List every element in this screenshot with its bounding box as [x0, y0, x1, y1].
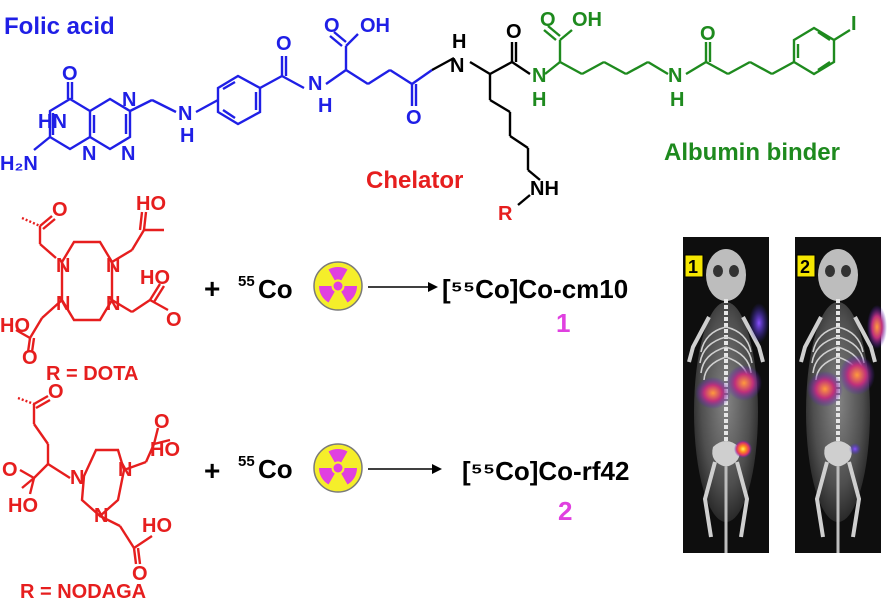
radiation-icon: [313, 442, 363, 493]
albumin-binder-label: Albumin binder: [664, 139, 840, 166]
dota-n-3: N: [56, 293, 70, 315]
atom-r: R: [498, 203, 513, 225]
product-1: [⁵⁵Co]Co-cm10: [442, 274, 628, 304]
nodaga-n-2: N: [118, 459, 132, 481]
atom-oh-alb-acid: OH: [572, 9, 602, 31]
atom-h-aniline: H: [180, 125, 194, 147]
linker-atom-labels: H N O NH R: [450, 21, 559, 225]
dota-n-2: N: [106, 255, 120, 277]
radiation-icon: [313, 260, 363, 311]
chelator-label: Chelator: [366, 167, 463, 194]
nodaga-o-top: O: [48, 381, 64, 403]
atom-n-alb-2: N: [668, 65, 682, 87]
nodaga-o-right: O: [154, 411, 170, 433]
atom-n-pterin-1: N: [82, 143, 96, 165]
chelator-linker-segment: [431, 42, 541, 206]
isotope-mass-2: 55: [238, 453, 255, 470]
reaction-1: + 55 Co [⁵⁵Co]Co-cm10 1: [204, 260, 628, 338]
plus-sign-2: +: [204, 455, 220, 486]
atom-nh-lys: NH: [530, 178, 559, 200]
dota-n-4: N: [106, 293, 120, 315]
nodaga-structure: [17, 394, 171, 565]
atom-o-benzoyl: O: [276, 33, 292, 55]
atom-n-amide: N: [308, 73, 322, 95]
dota-oh-right: O: [166, 309, 182, 331]
atom-o-glu: O: [324, 15, 340, 37]
nodaga-ho-right: HO: [150, 439, 180, 461]
folic-atom-labels: O HN H₂N N N N N H O N H O OH O: [0, 15, 422, 175]
nodaga-ho-bottom: HO: [142, 515, 172, 537]
dota-structure: [15, 211, 169, 353]
albumin-binder-segment: [543, 25, 851, 76]
atom-o-lys: O: [506, 21, 522, 43]
atom-n-pterin-2: N: [121, 143, 135, 165]
atom-n-alb-1: N: [532, 65, 546, 87]
plus-sign-1: +: [204, 273, 220, 304]
atom-o-alb-amide: O: [700, 23, 716, 45]
atom-n-aniline: N: [178, 103, 192, 125]
atom-hn-pterin: HN: [38, 111, 67, 133]
dota-o-left: O: [22, 347, 38, 369]
isotope-symbol-1: Co: [258, 274, 293, 304]
dota-ho-top: HO: [136, 193, 166, 215]
product-number-1: 1: [556, 308, 570, 338]
product-number-2: 2: [558, 496, 572, 526]
nodaga-atom-labels: O N N N O HO O HO HO O R = NODAGA: [2, 381, 180, 603]
nodaga-ho-left: HO: [8, 495, 38, 517]
atom-h-lys: H: [452, 31, 466, 53]
r-dota-label: R = DOTA: [46, 363, 138, 385]
atom-h2n: H₂N: [0, 153, 38, 175]
nodaga-n-3: N: [94, 505, 108, 527]
reaction-2: + 55 Co [⁵⁵Co]Co-rf42 2: [204, 442, 629, 526]
folic-acid-segment: [33, 31, 433, 151]
image-badge-1-text: 1: [688, 257, 698, 277]
albumin-atom-labels: N H O OH N H O I: [532, 9, 857, 111]
nodaga-n-1: N: [70, 467, 84, 489]
pet-image-1: 1: [681, 235, 771, 555]
dota-ho-left: HO: [0, 315, 30, 337]
image-badge-1: [684, 254, 704, 278]
r-nodaga-label: R = NODAGA: [20, 581, 146, 603]
atom-h-alb-1: H: [532, 89, 546, 111]
atom-o-glu-amide: O: [406, 107, 422, 129]
atom-h-amide: H: [318, 95, 332, 117]
atom-n-pterin-3: N: [122, 89, 136, 111]
dota-ho-mid: HO: [140, 267, 170, 289]
isotope-mass-1: 55: [238, 273, 255, 290]
dota-n-1: N: [56, 255, 70, 277]
dota-atom-labels: O HO N N N N HO HO O O R = DOTA: [0, 193, 182, 385]
image-badge-2-text: 2: [800, 257, 810, 277]
dota-o-top: O: [52, 199, 68, 221]
nodaga-o-bottom: O: [132, 563, 148, 585]
atom-o-alb-acid: O: [540, 9, 556, 31]
atom-o-pterin: O: [62, 63, 78, 85]
product-2: [⁵⁵Co]Co-rf42: [462, 456, 629, 486]
pet-image-2: 2: [793, 235, 887, 555]
atom-h-alb-2: H: [670, 89, 684, 111]
isotope-symbol-2: Co: [258, 454, 293, 484]
folic-acid-label: Folic acid: [4, 13, 115, 40]
image-badge-2: [796, 254, 816, 278]
nodaga-o-left: O: [2, 459, 18, 481]
atom-iodine: I: [851, 13, 857, 35]
atom-n-lys: N: [450, 55, 464, 77]
atom-oh-glu: OH: [360, 15, 390, 37]
